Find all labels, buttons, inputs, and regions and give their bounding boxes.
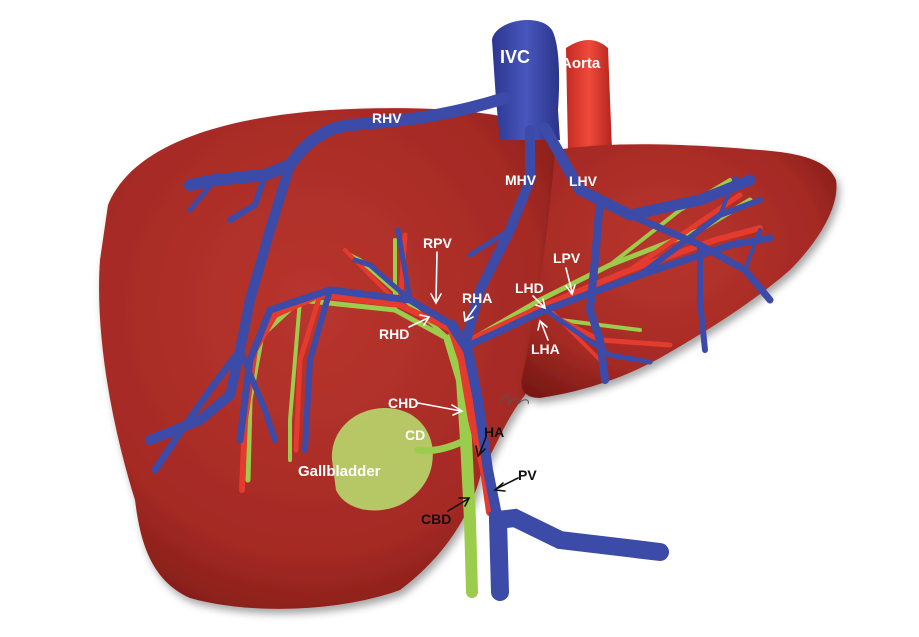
arrow-rhd [408,317,429,328]
liver-right-lobe [99,108,570,609]
arrowhead-lpv [565,284,576,296]
arrow-cbd [447,498,469,512]
label-chd: CHD [388,395,418,411]
arrow-rpv [435,251,438,303]
arrowhead-rhd [419,314,431,326]
arrowhead-rha [463,311,474,323]
label-cbd: CBD [421,511,451,527]
artist-signature [499,394,529,406]
arrowhead-lha [537,319,548,331]
arrow-rha [465,305,477,321]
label-lhd: LHD [515,280,544,296]
arrowhead-lhd [535,298,547,310]
arrow-lpv [565,267,573,293]
label-ivc: IVC [500,47,530,67]
label-mhv: MHV [505,172,537,188]
aorta-vessel [566,40,612,150]
label-aorta: Aorta [561,55,601,72]
arrow-chd [417,402,462,412]
arrow-ha [478,436,487,456]
arrow-pv [495,477,519,490]
label-lhv: LHV [569,173,598,189]
label-rha: RHA [462,290,492,306]
label-rhv: RHV [372,110,402,126]
label-gallbladder: Gallbladder [298,463,381,480]
label-lpv: LPV [553,250,581,266]
label-rhd: RHD [379,326,409,342]
ivc-vessel [492,19,560,141]
arrowhead-cbd [458,497,471,507]
arrowhead-ha [475,445,486,458]
pointer-arrows [408,251,576,512]
arrow-lha [540,321,549,341]
label-pv: PV [518,467,537,483]
label-lha: LHA [531,341,560,357]
label-ha: HA [484,424,504,440]
arrowhead-pv [493,482,506,492]
arrow-lhd [532,295,545,308]
gallbladder [331,408,433,511]
arrowhead-rpv [430,293,442,305]
arrowhead-chd [451,404,464,416]
label-cd: CD [405,427,425,443]
label-rpv: RPV [423,235,452,251]
